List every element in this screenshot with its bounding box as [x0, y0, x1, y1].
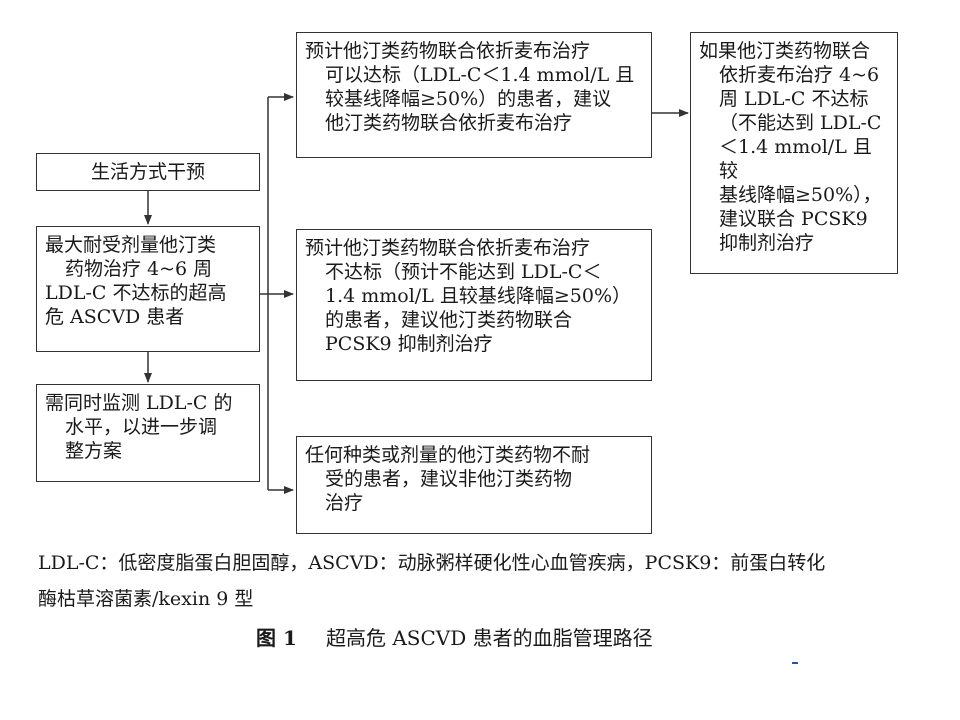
option2-line-3: 1.4 mmol/L 且较基线降幅≥50%）	[325, 285, 632, 307]
figure-label: 图 1	[256, 626, 297, 650]
abbreviation-note-line-2: 酶枯草溶菌素/kexin 9 型	[38, 588, 254, 610]
option1-line-3: 较基线降幅≥50%）的患者，建议	[325, 88, 612, 110]
option3-line-3: 治疗	[325, 492, 364, 514]
option1-line-2: 可以达标（LDL-C＜1.4 mmol/L 且	[325, 64, 635, 86]
patient-line-3: LDL-C 不达标的超高	[45, 282, 227, 304]
followup-line-2: 依折麦布治疗 4~6	[719, 64, 880, 86]
option2-line-1: 预计他汀类药物联合依折麦布治疗	[305, 237, 591, 259]
box-option1: 预计他汀类药物联合依折麦布治疗 可以达标（LDL-C＜1.4 mmol/L 且 …	[296, 32, 652, 158]
box-patient: 最大耐受剂量他汀类 药物治疗 4~6 周 LDL-C 不达标的超高 危 ASCV…	[36, 226, 260, 352]
option2-line-5: PCSK9 抑制剂治疗	[325, 333, 493, 355]
option2-line-4: 的患者，建议他汀类药物联合	[325, 309, 573, 331]
box-lifestyle: 生活方式干预	[36, 153, 260, 191]
option2-line-2: 不达标（预计不能达到 LDL-C＜	[325, 261, 602, 283]
monitor-line-3: 整方案	[65, 440, 123, 462]
option3-line-2: 受的患者，建议非他汀类药物	[325, 468, 573, 490]
followup-line-5: ＜1.4 mmol/L 且较	[719, 136, 872, 182]
box-option3: 任何种类或剂量的他汀类药物不耐 受的患者，建议非他汀类药物 治疗	[296, 436, 652, 534]
option1-line-1: 预计他汀类药物联合依折麦布治疗	[305, 40, 591, 62]
box-followup: 如果他汀类药物联合 依折麦布治疗 4~6 周 LDL-C 不达标 （不能达到 L…	[690, 32, 898, 274]
followup-line-8: 抑制剂治疗	[719, 232, 815, 254]
lifestyle-text: 生活方式干预	[90, 161, 205, 183]
patient-line-2: 药物治疗 4~6 周	[65, 258, 213, 280]
monitor-line-2: 水平，以进一步调	[65, 416, 218, 438]
option1-line-4: 他汀类药物联合依折麦布治疗	[325, 112, 573, 134]
box-monitor: 需同时监测 LDL-C 的 水平，以进一步调 整方案	[36, 384, 260, 482]
option3-line-1: 任何种类或剂量的他汀类药物不耐	[305, 444, 591, 466]
box-option2: 预计他汀类药物联合依折麦布治疗 不达标（预计不能达到 LDL-C＜ 1.4 mm…	[296, 229, 652, 381]
followup-line-7: 建议联合 PCSK9	[719, 208, 868, 230]
figure-title: 超高危 ASCVD 患者的血脂管理路径	[326, 626, 653, 650]
monitor-line-1: 需同时监测 LDL-C 的	[45, 392, 233, 414]
followup-line-4: （不能达到 LDL-C	[719, 112, 882, 134]
patient-line-4: 危 ASCVD 患者	[45, 306, 185, 328]
followup-line-3: 周 LDL-C 不达标	[719, 88, 869, 110]
abbreviation-note-line-1: LDL-C：低密度脂蛋白胆固醇，ASCVD：动脉粥样硬化性心血管疾病，PCSK9…	[38, 552, 826, 574]
followup-line-6: 基线降幅≥50%），	[719, 184, 882, 206]
followup-line-1: 如果他汀类药物联合	[699, 40, 871, 62]
page-mark	[792, 662, 798, 664]
patient-line-1: 最大耐受剂量他汀类	[45, 234, 217, 256]
